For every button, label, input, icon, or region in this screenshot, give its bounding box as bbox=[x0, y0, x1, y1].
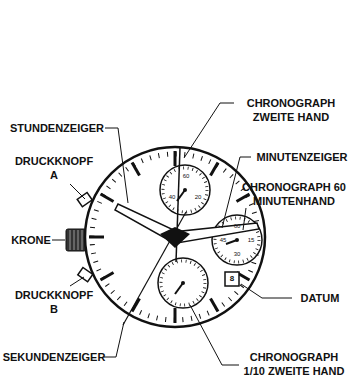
part-label: STUNDENZEIGER bbox=[8, 121, 106, 135]
watch-detail bbox=[183, 188, 187, 192]
part-label: MINUTENZEIGER bbox=[254, 150, 350, 164]
watch-detail bbox=[160, 165, 210, 215]
dial-number: 30 bbox=[234, 251, 241, 257]
watch-detail bbox=[175, 283, 183, 294]
leader-lines bbox=[52, 103, 292, 365]
subdial-bottom bbox=[158, 258, 208, 308]
watch-detail bbox=[235, 238, 239, 242]
hand-hub bbox=[160, 227, 190, 248]
subdial-top bbox=[160, 165, 210, 215]
watch-detail bbox=[132, 163, 140, 176]
watch-detail bbox=[243, 208, 246, 230]
subdial-right bbox=[212, 215, 262, 265]
watch-detail bbox=[101, 194, 114, 202]
watch-detail bbox=[82, 230, 83, 250]
watch-detail bbox=[211, 163, 219, 176]
watch-detail bbox=[89, 236, 104, 239]
watch-detail bbox=[211, 298, 219, 311]
dial-number: 60 bbox=[234, 223, 241, 229]
watch-detail bbox=[105, 128, 128, 203]
watch-detail bbox=[161, 261, 205, 305]
watch-detail bbox=[70, 184, 85, 199]
part-label: CHRONOGRAPH ZWEITE HAND bbox=[237, 96, 345, 124]
watch-detail bbox=[241, 284, 292, 298]
watch-detail bbox=[52, 240, 65, 241]
watch-detail bbox=[66, 229, 86, 251]
part-label: SEKUNDENZEIGER bbox=[2, 350, 106, 364]
watch-detail bbox=[236, 194, 249, 202]
dial-number: 20 bbox=[195, 194, 202, 200]
crown bbox=[66, 229, 86, 251]
watch-detail bbox=[212, 215, 262, 265]
watch-detail bbox=[163, 168, 207, 212]
dial-number: 40 bbox=[169, 194, 176, 200]
dial-number: 60 bbox=[183, 173, 190, 179]
watch-detail bbox=[190, 305, 239, 365]
dial-number: 45 bbox=[220, 237, 227, 243]
date-number: 8 bbox=[230, 275, 234, 283]
part-label: DRUCKKNOPF B bbox=[12, 288, 96, 316]
watch-detail bbox=[132, 298, 140, 311]
date-window bbox=[225, 272, 239, 286]
part-label: CHRONOGRAPH 1/10 ZWEITE HAND bbox=[240, 350, 348, 378]
watch-detail bbox=[158, 258, 208, 308]
hour-markers bbox=[89, 151, 261, 323]
watch-detail bbox=[70, 277, 84, 286]
part-label: CHRONOGRAPH 60 MINUTENHAND bbox=[240, 180, 348, 208]
watch-detail bbox=[184, 103, 234, 158]
watch-detail bbox=[101, 273, 114, 281]
watch-detail bbox=[104, 322, 124, 357]
watch-detail bbox=[70, 230, 71, 250]
watch-bezel bbox=[85, 147, 265, 327]
watch-detail bbox=[181, 281, 185, 285]
part-label: DRUCKKNOPF A bbox=[12, 154, 96, 182]
part-label: KRONE bbox=[10, 233, 52, 247]
watch-detail bbox=[74, 230, 75, 250]
watch-detail bbox=[78, 230, 79, 250]
watch-detail bbox=[174, 151, 177, 166]
dial-number: 15 bbox=[248, 237, 255, 243]
watch-detail bbox=[174, 308, 177, 323]
part-label: DATUM bbox=[294, 291, 346, 305]
